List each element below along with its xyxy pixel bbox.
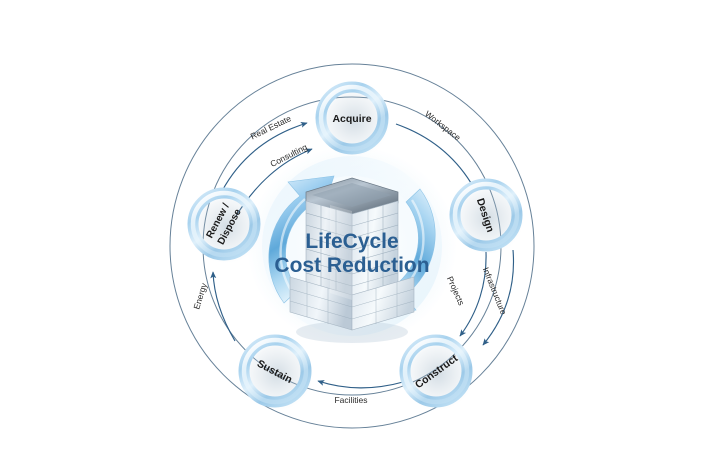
center-title: LifeCycle Cost Reduction xyxy=(274,230,429,277)
edge-label-workspace: Workspace xyxy=(423,109,463,143)
acquire-label: Acquire xyxy=(332,113,371,125)
stage-node-construct[interactable]: Construct xyxy=(399,334,476,412)
construct-ring-gloss xyxy=(402,337,470,405)
center-title-line2: Cost Reduction xyxy=(274,254,429,277)
stage-node-renew-dispose[interactable]: Renew / Dispose xyxy=(187,187,264,265)
acquire-ring-gloss xyxy=(318,84,386,152)
office-building-icon xyxy=(289,177,415,343)
stage-node-design[interactable]: Design xyxy=(449,178,526,256)
connector-acquire-to-design xyxy=(395,123,475,189)
renew-ring-gloss xyxy=(190,190,258,258)
stage-node-acquire[interactable]: Acquire xyxy=(315,81,392,159)
design-ring-gloss xyxy=(452,181,520,249)
sustain-ring-gloss xyxy=(241,337,309,405)
connector-design-to-construct-outer xyxy=(482,249,515,346)
stage-node-sustain[interactable]: Sustain xyxy=(238,334,315,412)
edge-label-real-estate: Real Estate xyxy=(249,113,293,141)
edge-label-energy: Energy xyxy=(191,281,209,310)
outer-circle-outer xyxy=(169,63,535,429)
edge-label-infrastructure: Infrastructure xyxy=(481,266,509,316)
connector-sustain-to-renew xyxy=(210,271,236,342)
connector-design-to-construct xyxy=(459,251,487,337)
center-title-line1: LifeCycle xyxy=(305,230,398,253)
edge-label-facilities: Facilities xyxy=(334,395,367,405)
edge-label-projects: Projects xyxy=(445,275,467,307)
stage-connectors xyxy=(210,121,515,389)
connector-construct-to-sustain xyxy=(317,380,404,389)
connector-renew-to-acquire-outer xyxy=(221,121,308,192)
building-base-right xyxy=(351,276,415,331)
